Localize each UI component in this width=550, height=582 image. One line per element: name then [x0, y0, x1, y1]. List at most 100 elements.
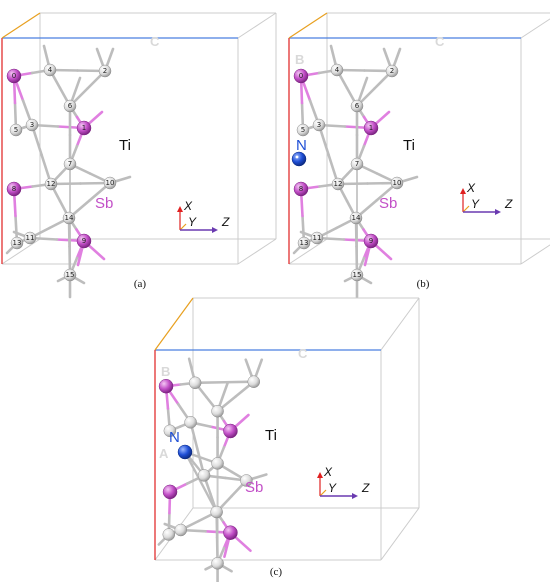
- x-axis-arrowhead: [317, 472, 323, 478]
- x-axis-label: X: [323, 465, 333, 479]
- atom-index-label: 2: [390, 67, 394, 75]
- sb-atom: [223, 423, 238, 439]
- sb-atom: [158, 378, 174, 394]
- ti-atom: [297, 236, 311, 250]
- atom-index-label: 2: [103, 67, 107, 75]
- ti-atom: [211, 404, 224, 418]
- bond-layer: [5, 44, 132, 299]
- atom-index-label: 10: [393, 179, 402, 187]
- atom-index-label: 10: [106, 179, 115, 187]
- ti-atom: [63, 157, 77, 171]
- ti-atom: [310, 231, 324, 245]
- cell-label-c: C: [298, 346, 308, 361]
- ti-atom: [330, 63, 344, 77]
- atom-index-label: 9: [82, 237, 86, 245]
- atom-layer: [158, 375, 261, 570]
- cell-label-a: A: [159, 446, 169, 461]
- ti-atom: [174, 523, 188, 537]
- atom-index-label: 7: [355, 160, 359, 168]
- ti-atom: [62, 211, 76, 225]
- ti-atom: [44, 177, 58, 191]
- x-axis-arrowhead: [460, 188, 466, 194]
- atom-index-label: 4: [335, 66, 340, 74]
- ti-atom: [23, 231, 37, 245]
- atom-index-label: 0: [12, 72, 16, 80]
- sb-atom: [6, 181, 22, 197]
- ti-atom: [103, 176, 117, 190]
- x-axis-label: X: [466, 181, 476, 195]
- cell-edge: [237, 238, 277, 265]
- axis-triad: XY Z: [177, 199, 230, 233]
- n-label: N: [169, 429, 180, 446]
- cell-edge: [380, 507, 420, 561]
- z-axis-label: Z: [504, 197, 513, 211]
- ti-atom: [385, 64, 399, 78]
- atom-index-label: 9: [369, 237, 373, 245]
- z-axis-label: Z: [361, 481, 370, 495]
- atom-index-label: 15: [66, 271, 75, 279]
- z-axis-arrowhead: [495, 209, 501, 215]
- bond-layer: [157, 357, 268, 582]
- atom-index-label: 1: [82, 124, 86, 132]
- atom-index-label: 0: [299, 72, 303, 80]
- ti-atom: [10, 236, 24, 250]
- atom-index-label: 5: [14, 126, 18, 134]
- unit-cell: C: [1, 12, 277, 265]
- ti-atom: [197, 469, 211, 482]
- atom-index-label: 3: [317, 121, 321, 129]
- x-axis-arrowhead: [177, 206, 183, 212]
- ti-atom: [188, 376, 202, 390]
- ti-atom: [211, 557, 224, 570]
- ti-atom: [312, 118, 326, 132]
- lattice-axis-b: [288, 12, 328, 39]
- cell-edge: [237, 12, 277, 39]
- ti-atom: [331, 177, 345, 191]
- y-axis-arrow: [319, 489, 327, 497]
- panel-a-caption: (a): [134, 278, 147, 290]
- atom-index-label: 4: [48, 66, 53, 74]
- ti-atom: [43, 63, 57, 77]
- cell-edge: [520, 18, 550, 39]
- ti-atom: [163, 424, 177, 438]
- ti-atom: [210, 505, 223, 519]
- ti-atom: [240, 474, 253, 487]
- atom-index-label: 15: [353, 271, 362, 279]
- atom-index-label: 8: [299, 185, 303, 193]
- z-axis-label: Z: [221, 215, 230, 229]
- atom-index-label: 11: [313, 234, 322, 242]
- atom-index-label: 8: [12, 185, 16, 193]
- ti-atom: [184, 416, 197, 429]
- bond: [183, 451, 218, 513]
- sb-atom: [162, 484, 178, 500]
- ti-atom: [211, 457, 224, 470]
- ti-atom: [350, 99, 364, 113]
- n-atom: [177, 444, 193, 460]
- ti-label: Ti: [265, 427, 277, 444]
- cell-label-b: B: [161, 364, 170, 379]
- z-axis-arrowhead: [212, 227, 218, 233]
- ti-label: Ti: [119, 137, 131, 154]
- cell-edge: [520, 244, 550, 265]
- atom-index-label: 11: [26, 234, 35, 242]
- n-atom-highlight: [295, 155, 299, 159]
- cell-edge: [1, 238, 41, 265]
- cell-edge: [380, 297, 420, 351]
- unit-cell: C A B: [154, 297, 420, 561]
- sb-atom: [76, 233, 92, 249]
- unit-cell: CB: [288, 12, 550, 265]
- x-axis-label: X: [183, 199, 193, 213]
- sb-atom: [293, 68, 309, 84]
- ti-label: Ti: [403, 137, 415, 154]
- y-axis-arrow: [179, 223, 187, 231]
- y-axis-label: Y: [188, 215, 197, 229]
- atom-index-label: 12: [334, 180, 343, 188]
- sb-atom: [76, 120, 92, 136]
- n-atom: [291, 151, 307, 167]
- sb-label: Sb: [245, 479, 263, 496]
- sb-atom: [293, 181, 309, 197]
